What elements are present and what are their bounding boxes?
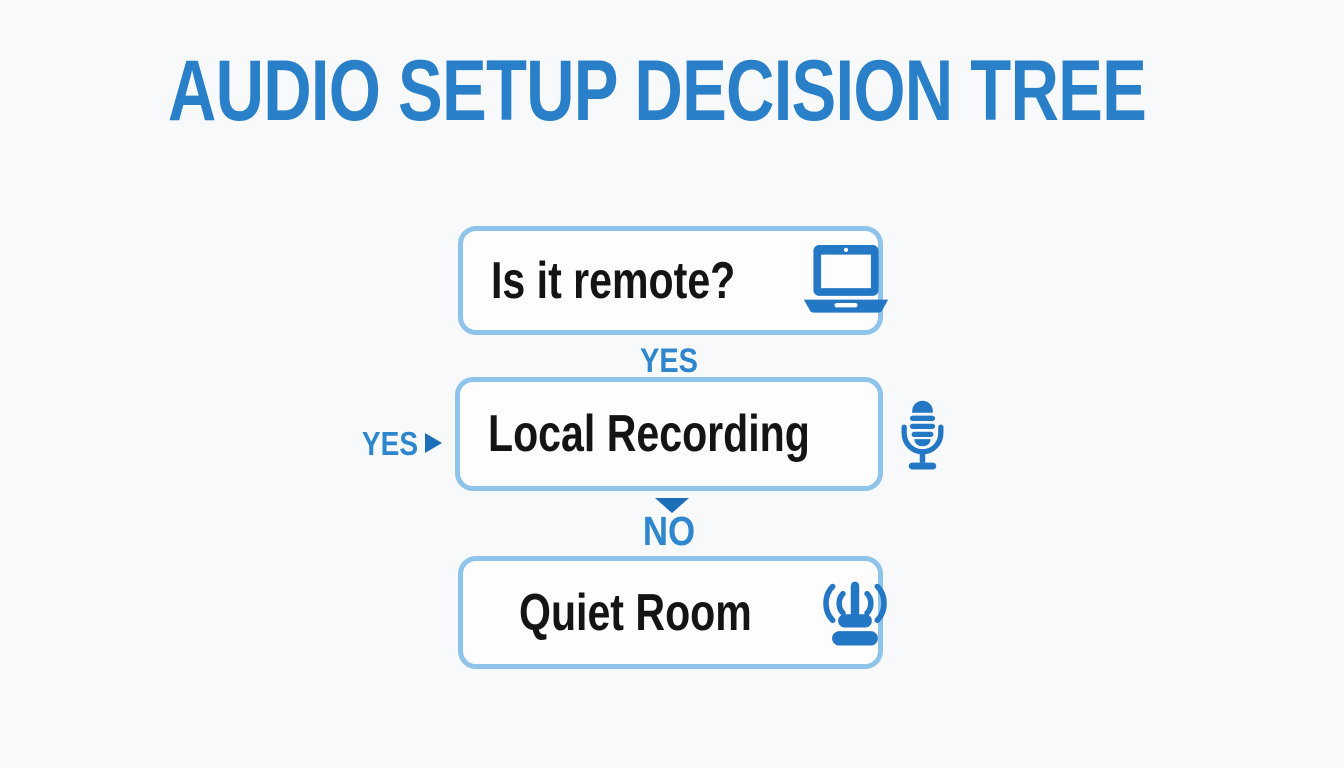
broadcast-antenna-icon — [814, 578, 896, 648]
node-is-it-remote: Is it remote? — [458, 226, 889, 335]
node-label-local-recording: Local Recording — [488, 405, 810, 463]
edge-label-yes: YES — [640, 342, 698, 380]
edge-label-yes-left: YES — [361, 424, 419, 462]
node-label-is-it-remote: Is it remote? — [491, 251, 736, 310]
down-arrow-icon — [655, 498, 689, 513]
right-arrow-icon — [425, 433, 443, 453]
node-label-quiet-room: Quiet Room — [519, 583, 752, 642]
node-quiet-room: Quiet Room — [458, 556, 887, 669]
microphone-icon — [895, 396, 950, 472]
node-local-recording: Local Recording — [455, 377, 944, 491]
laptop-icon — [800, 243, 892, 318]
edge-yes-left: YES — [352, 424, 443, 462]
page-title: AUDIO SETUP DECISION TREE — [167, 43, 1147, 139]
edge-label-no: NO — [642, 508, 696, 554]
